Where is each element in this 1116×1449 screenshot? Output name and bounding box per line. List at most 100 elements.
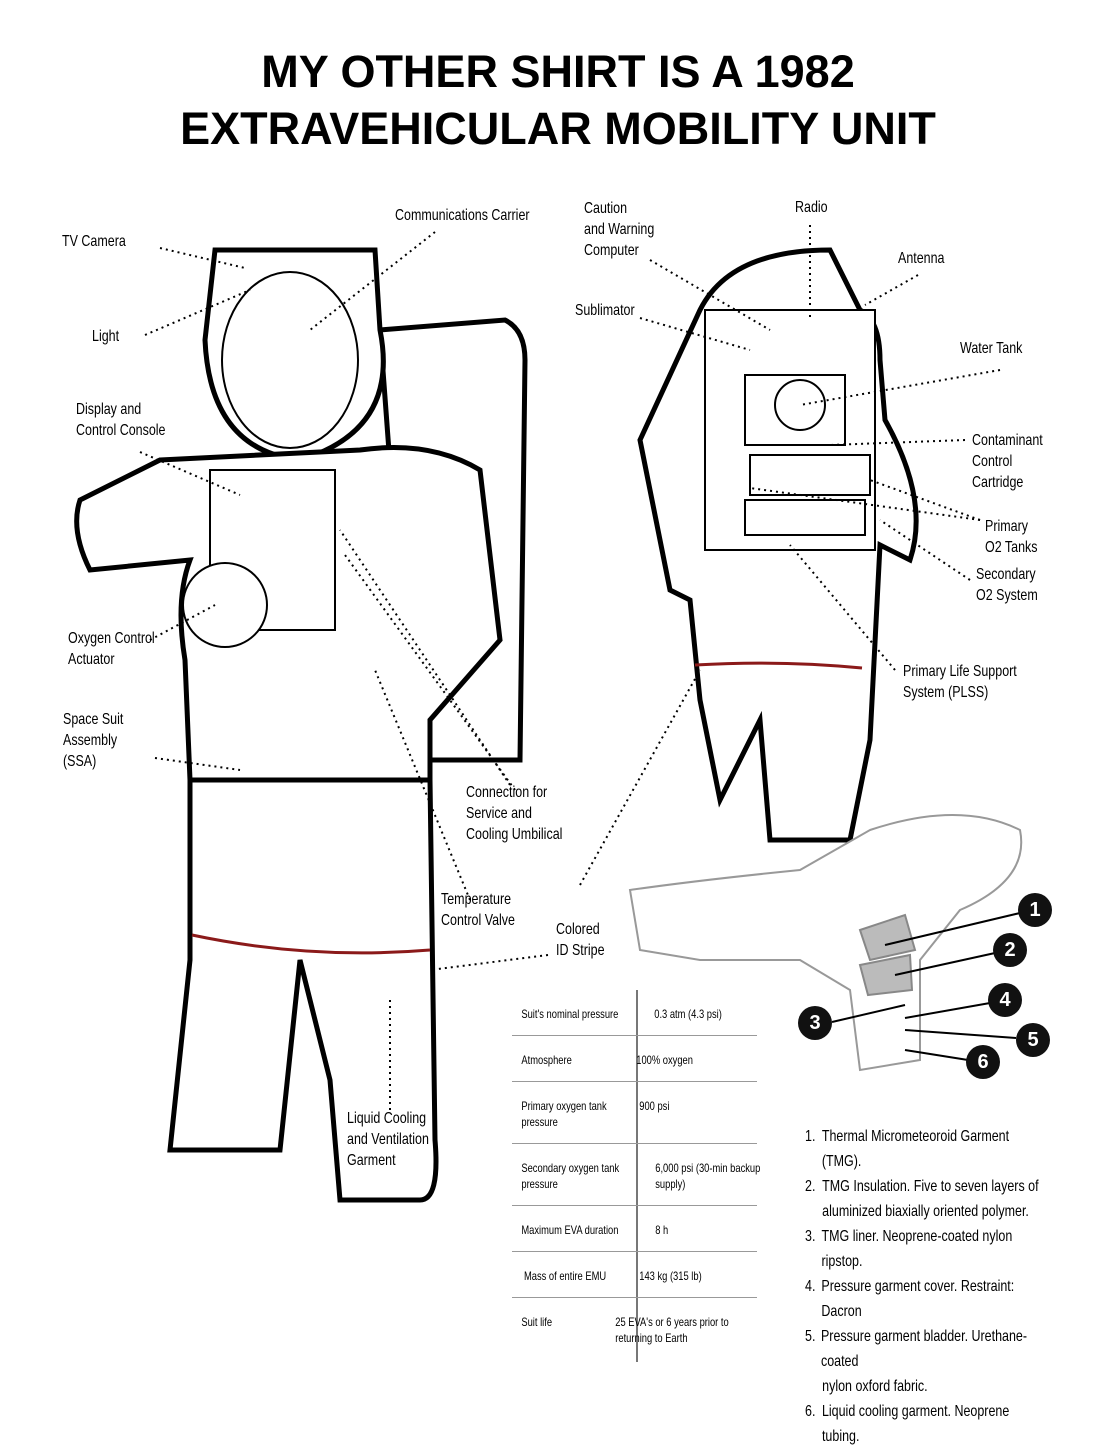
label-line: Cartridge bbox=[972, 474, 1024, 491]
label-line: Secondary bbox=[976, 566, 1036, 583]
arm-layer-1 bbox=[858, 913, 917, 962]
label-line: System (PLSS) bbox=[903, 684, 989, 701]
layer-item: 5.Pressure garment bladder. Urethane-coa… bbox=[805, 1324, 1048, 1374]
layer-list: 1. Thermal Micrometeoroid Garment (TMG). 2… bbox=[805, 1124, 1048, 1449]
label-line: (SSA) bbox=[63, 753, 97, 770]
spec-value: 25 EVA's or 6 years prior to returning t… bbox=[615, 1315, 729, 1345]
layer-number bbox=[805, 1374, 822, 1399]
layer-text: TMG Insulation. Five to seven layers of bbox=[822, 1178, 1039, 1195]
label-line: Connection for bbox=[466, 784, 548, 801]
label-sublimator: Sublimator bbox=[575, 300, 635, 321]
layer-item: aluminized biaxially oriented polymer. bbox=[805, 1199, 1048, 1224]
label-light: Light bbox=[92, 326, 119, 347]
label-line: Cooling Umbilical bbox=[466, 826, 563, 843]
spec-value: 100% oxygen bbox=[636, 1053, 694, 1067]
marker-5: 5 bbox=[1016, 1023, 1050, 1057]
back-id-stripe bbox=[694, 661, 863, 670]
label-primary-o2: Primary O2 Tanks bbox=[985, 516, 1037, 558]
front-legs bbox=[167, 777, 439, 1203]
spec-key: Primary oxygen tank pressure bbox=[521, 1099, 607, 1129]
label-communications-carrier: Communications Carrier bbox=[395, 205, 530, 226]
spec-value: 6,000 psi (30-min backup supply) bbox=[655, 1161, 761, 1191]
label-line: Light bbox=[92, 328, 120, 345]
label-line: Primary bbox=[985, 518, 1028, 535]
marker-2: 2 bbox=[993, 933, 1027, 967]
layer-item: 6.Liquid cooling garment. Neoprene tubin… bbox=[805, 1399, 1048, 1449]
layer-number: 5. bbox=[805, 1328, 816, 1345]
emu-illustration bbox=[74, 225, 1023, 1203]
layer-text: aluminized biaxially oriented polymer. bbox=[822, 1203, 1029, 1220]
label-line: O2 Tanks bbox=[985, 539, 1038, 556]
layer-text: Liquid cooling garment. Neoprene tubing. bbox=[821, 1403, 1010, 1445]
id-stripes bbox=[191, 661, 863, 955]
arm-layer-2 bbox=[858, 953, 914, 997]
marker-4: 4 bbox=[988, 983, 1022, 1017]
label-line: Sublimator bbox=[575, 302, 635, 319]
layer-item: 2. TMG Insulation. Five to seven layers o… bbox=[805, 1174, 1048, 1199]
label-line: Control Console bbox=[76, 422, 166, 439]
label-line: Display and bbox=[76, 401, 142, 418]
label-line: Liquid Cooling bbox=[347, 1110, 427, 1127]
label-line: Service and bbox=[466, 805, 532, 822]
spec-row: Suit life 25 EVA's or 6 years prior to re… bbox=[512, 1298, 757, 1368]
label-line: Assembly bbox=[63, 732, 118, 749]
spec-value: 0.3 atm (4.3 psi) bbox=[654, 1007, 723, 1021]
back-water-tank bbox=[774, 379, 826, 431]
label-radio: Radio bbox=[795, 197, 828, 218]
spec-row: Suit's nominal pressure 0.3 atm (4.3 psi) bbox=[512, 990, 757, 1036]
layer-item: 3.TMG liner. Neoprene-coated nylon ripst… bbox=[805, 1224, 1048, 1274]
label-line: and Warning bbox=[584, 221, 655, 238]
back-secondary-o2 bbox=[744, 499, 866, 536]
back-contaminant-cartridge bbox=[749, 454, 871, 496]
layer-number: 4. bbox=[805, 1278, 816, 1295]
front-oxygen-actuator bbox=[182, 562, 268, 648]
leader-lines bbox=[139, 225, 1001, 1110]
layer-number: 1. bbox=[805, 1128, 816, 1145]
label-line: Communications Carrier bbox=[395, 207, 530, 224]
label-line: Contaminant bbox=[972, 432, 1043, 449]
layer-text: Pressure garment cover. Restraint: Dacro… bbox=[821, 1278, 1015, 1320]
spec-key: Maximum EVA duration bbox=[521, 1223, 619, 1237]
spec-value: 143 kg (315 lb) bbox=[638, 1269, 702, 1283]
spec-row: Atmosphere 100% oxygen bbox=[512, 1036, 757, 1082]
spec-value: 900 psi bbox=[639, 1099, 670, 1113]
layer-number: 2. bbox=[805, 1178, 816, 1195]
layer-text: Thermal Micrometeoroid Garment (TMG). bbox=[821, 1128, 1010, 1170]
label-line: Colored bbox=[556, 921, 600, 938]
front-id-stripe bbox=[191, 933, 431, 955]
table-divider bbox=[636, 990, 638, 1362]
label-line: Garment bbox=[347, 1152, 396, 1169]
label-line: Space Suit bbox=[63, 711, 124, 728]
marker-6: 6 bbox=[966, 1045, 1000, 1079]
label-line: Oxygen Control bbox=[68, 630, 155, 647]
layer-pointer-lines bbox=[831, 912, 1021, 1061]
label-line: Radio bbox=[795, 199, 828, 216]
label-water-tank: Water Tank bbox=[960, 338, 1022, 359]
label-line: Temperature bbox=[441, 891, 512, 908]
layer-item: 4. Pressure garment cover. Restraint: Dac… bbox=[805, 1274, 1048, 1324]
layer-number bbox=[805, 1199, 822, 1224]
label-line: Water Tank bbox=[960, 340, 1023, 357]
label-line: Primary Life Support bbox=[903, 663, 1017, 680]
label-line: O2 System bbox=[976, 587, 1038, 604]
title-line-2: EXTRAVEHICULAR MOBILITY UNIT bbox=[180, 103, 936, 154]
label-id-stripe: Colored ID Stripe bbox=[556, 919, 605, 961]
label-line: Actuator bbox=[68, 651, 115, 668]
label-line: ID Stripe bbox=[556, 942, 605, 959]
spec-key: Suit life bbox=[521, 1315, 553, 1329]
spec-key: Suit's nominal pressure bbox=[521, 1007, 619, 1021]
spec-table: Suit's nominal pressure 0.3 atm (4.3 psi)… bbox=[512, 990, 761, 1368]
spec-key: Atmosphere bbox=[521, 1053, 572, 1067]
label-line: and Ventilation bbox=[347, 1131, 429, 1148]
